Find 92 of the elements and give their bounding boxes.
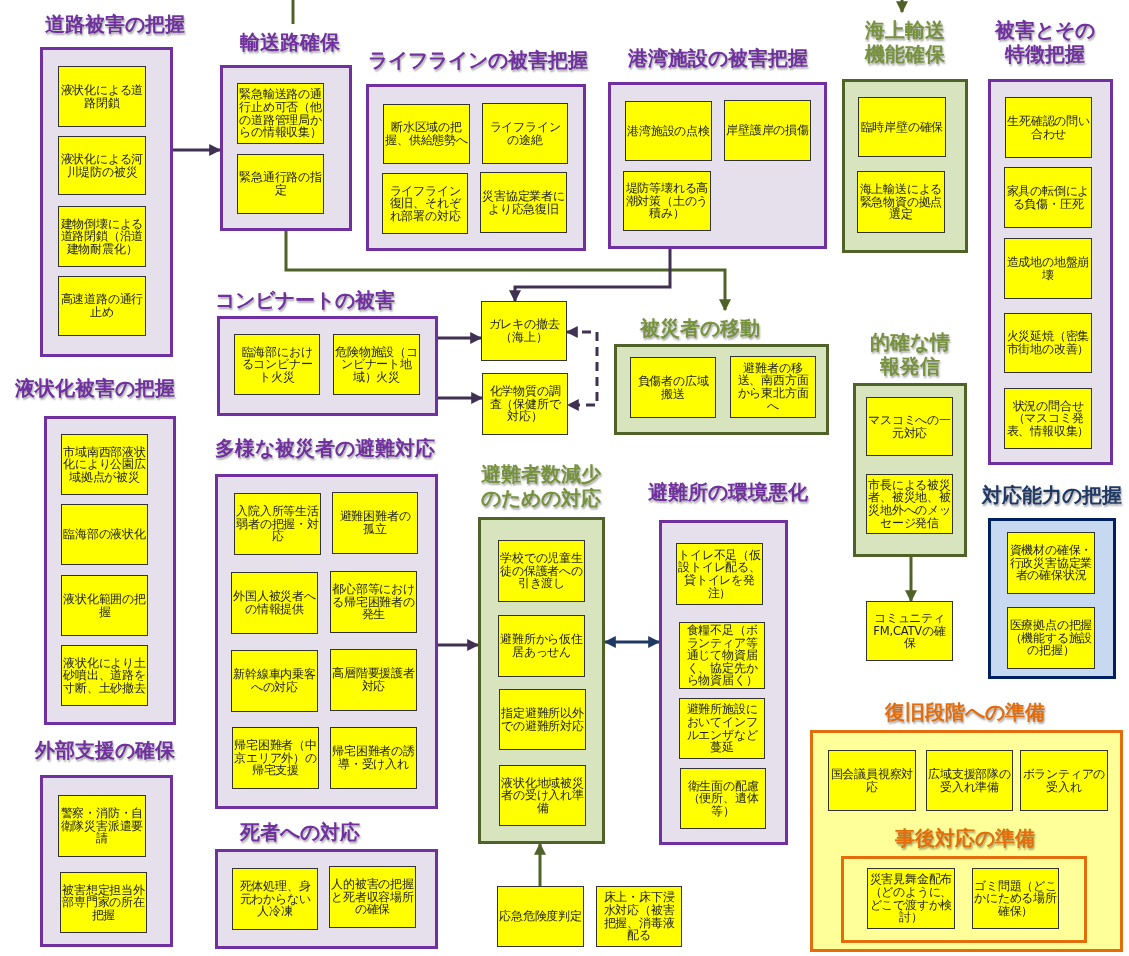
- connector-line: [291, 0, 295, 24]
- item-box: 火災延焼（密集市街地の改善）: [1004, 313, 1092, 373]
- item-box: 臨海部におけるコンビナート火災: [234, 334, 320, 395]
- item-box: 緊急通行路の指定: [237, 154, 324, 214]
- arrow: [896, 0, 908, 14]
- item-box: ライフライン復旧、それぞれ部署の対応: [382, 173, 468, 234]
- section-heading: 道路被害の把握: [44, 12, 186, 36]
- arrow: [438, 392, 484, 404]
- item-box: 家具の転倒による負傷・圧死: [1004, 167, 1092, 228]
- arrow: [438, 639, 480, 651]
- section-heading: 的確な情報発信: [869, 330, 951, 378]
- item-box: 臨海部の液状化: [61, 504, 148, 565]
- item-box: 床上・床下浸水対応（被害把握、消毒液配る: [596, 886, 682, 947]
- item-box: 生死確認の問い合わせ: [1005, 97, 1092, 158]
- section-heading: 被害とその特徴把握: [993, 18, 1096, 66]
- item-box: 緊急輸送路の通行止め可否（他の道路管理局からの情報収集）: [237, 83, 324, 144]
- item-box: 被害想定担当外部専門家の所在把握: [60, 872, 147, 933]
- item-box: 危険物施設（コンビナート地域）火災: [333, 334, 420, 395]
- item-box: 負傷者の広域搬送: [630, 357, 716, 418]
- item-box: 災害協定業者により応急復旧: [480, 172, 567, 233]
- item-box: 資機材の確保・行政災害協定業者の確保状況: [1007, 532, 1095, 594]
- item-box: 海上輸送による緊急物資の拠点選定: [857, 171, 945, 233]
- section-heading: 海上輸送機能確保: [863, 18, 946, 66]
- item-box: 帰宅困難者（中京エリア外）の帰宅支援: [232, 727, 319, 789]
- arrow: [603, 636, 661, 648]
- item-box: 港湾施設の点検: [625, 101, 712, 161]
- item-box: 衛生面の配慮（便所、遺体等）: [680, 768, 766, 829]
- item-box: 岸壁護岸の損傷: [724, 100, 811, 161]
- item-box: 帰宅困難者の誘導・受け入れ: [330, 727, 417, 789]
- item-box: 学校での児童生徒の保護者への引き渡し: [498, 540, 585, 602]
- item-box: 高速道路の通行止め: [58, 276, 146, 336]
- item-box: 指定避難所以外での避難所対応: [499, 689, 586, 750]
- arrow: [534, 842, 546, 886]
- item-box: コミュニティFM,CATVの確保: [866, 601, 953, 661]
- item-box: ゴミ問題（どこかにためる場所確保）: [972, 868, 1059, 929]
- item-box: 医療拠点の把握（機能する施設の把握）: [1007, 607, 1095, 669]
- item-box: 入院入所等生活弱者の把握・対応: [234, 493, 321, 555]
- item-box: 避難困難者の孤立: [332, 492, 418, 554]
- section-heading: 外部支援の確保: [33, 738, 176, 762]
- section-heading: 液状化被害の把握: [14, 376, 176, 400]
- section-heading: 対応能力の把握: [980, 483, 1123, 507]
- item-box: 避難者の移送、南西方面から東北方面へ: [730, 356, 816, 418]
- section-heading: ライフラインの被害把握: [367, 48, 589, 72]
- item-box: ガレキの撤去（海上）: [481, 301, 567, 361]
- arrow: [905, 557, 917, 603]
- item-box: 国会議員視察対応: [828, 750, 916, 811]
- item-box: 液状化地域被災者の受け入れ準備: [499, 765, 586, 826]
- item-box: 応急危険度判定: [497, 886, 584, 947]
- item-box: 造成地の地盤崩壊: [1004, 238, 1092, 299]
- item-box: 警察・消防・自衛隊災害派遣要請: [58, 795, 146, 857]
- item-box: 市長による被災者、被災地、被災地外へのメッセージ発信: [866, 474, 953, 534]
- item-box: 液状化による道路閉鎖: [58, 66, 146, 127]
- item-box: 避難所から仮住居あっせん: [498, 615, 585, 677]
- section-heading: 避難所の環境悪化: [647, 480, 809, 504]
- item-box: 建物倒壊による道路閉鎖（沿道建物耐震化）: [58, 206, 146, 267]
- section-heading: 避難者数減少のための対応: [480, 462, 602, 510]
- item-box: トイレ不足（仮設トイレ配る、貸トイレを発注）: [676, 543, 763, 605]
- item-box: 都心部等における帰宅困難者の発生: [330, 571, 417, 633]
- item-box: 液状化範囲の把握: [61, 575, 148, 636]
- arrow: [438, 332, 483, 344]
- section-heading: 輸送路確保: [239, 30, 341, 54]
- item-box: 外国人被災者への情報提供: [231, 572, 318, 634]
- item-box: 高層階要援護者対応: [330, 649, 417, 711]
- arrow: [509, 249, 672, 303]
- item-box: 液状化により土砂噴出、道路を寸断、土砂撤去: [61, 645, 148, 706]
- section-heading: 港湾施設の被害把握: [627, 46, 809, 70]
- item-box: 断水区域の把握、供給態勢へ: [383, 104, 470, 164]
- section-heading: 事後対応の準備: [894, 826, 1036, 850]
- section-heading: 復旧段階への準備: [883, 700, 1046, 724]
- item-box: 災害見舞金配布（どのように、どこで渡すか検討）: [867, 868, 955, 929]
- arrow: [565, 326, 599, 411]
- item-box: 避難所施設においてインフルエンザなど蔓延: [679, 698, 765, 759]
- section-heading: 被災者の移動: [638, 316, 761, 340]
- item-box: 状況の問合せ（マスコミ発表、情報収集）: [1004, 388, 1092, 449]
- item-box: 新幹線車内乗客への対応: [231, 650, 318, 712]
- item-box: 広域支援部隊の受入れ準備: [926, 750, 1013, 811]
- item-box: ライフラインの途絶: [482, 103, 568, 164]
- item-box: 市域南西部液状化により公園広域拠点が被災: [61, 434, 148, 495]
- item-box: マスコミへの一元対応: [866, 397, 953, 456]
- section-heading: 死者への対応: [238, 820, 361, 844]
- item-box: ボランティアの受入れ: [1020, 750, 1108, 811]
- section-heading: 多様な被災者の避難対応: [214, 436, 436, 460]
- item-box: 化学物質の調査（保健所で対応）: [482, 373, 568, 435]
- item-box: 液状化による河川堤防の被災: [58, 136, 146, 195]
- item-box: 堤防等壊れる高潮対策（土のう積み）: [623, 171, 711, 231]
- item-box: 死体処理、身元わからない人冷凍: [232, 868, 318, 930]
- arrow: [284, 231, 731, 312]
- section-heading: コンビナートの被害: [214, 288, 396, 312]
- item-box: 食糧不足（ボランティア等通じて物資届く、協定先から物資届く）: [679, 622, 765, 689]
- item-box: 人的被害の把握と死者収容場所の確保: [329, 866, 416, 928]
- item-box: 臨時岸壁の確保: [858, 97, 946, 157]
- arrow: [173, 144, 222, 156]
